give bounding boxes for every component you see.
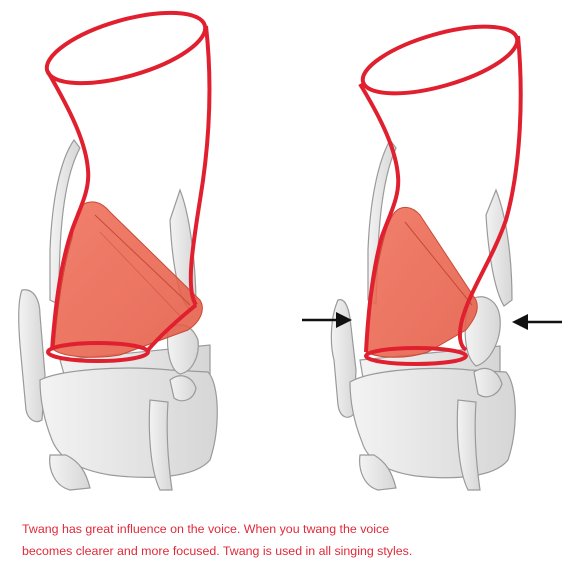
- larynx-twang: [302, 13, 562, 490]
- caption-line-1: Twang has great influence on the voice. …: [22, 518, 552, 540]
- caption: Twang has great influence on the voice. …: [22, 518, 552, 562]
- larynx-normal: [19, 0, 218, 490]
- caption-line-2: becomes clearer and more focused. Twang …: [22, 540, 552, 562]
- twang-diagram: [0, 0, 563, 510]
- right-arrow-icon: [512, 314, 562, 330]
